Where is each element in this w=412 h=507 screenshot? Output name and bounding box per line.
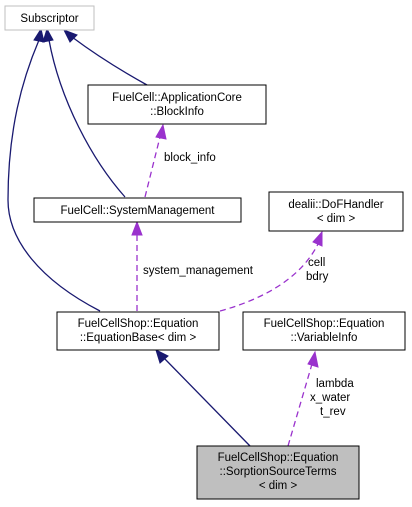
edge-variable-info-usage — [287, 350, 319, 447]
node-variable-info-label-line-1: FuelCellShop::Equation — [264, 318, 385, 330]
edge-dof-handler-usage — [219, 230, 323, 312]
node-dof-handler-label-line-2: < dim > — [317, 213, 356, 225]
node-dof-handler-label-line-1: dealii::DoFHandler — [288, 199, 383, 211]
edge-system-management-to-subscriptor — [42, 27, 126, 198]
node-variable-info[interactable]: FuelCellShop::Equation ::VariableInfo — [242, 311, 406, 351]
edge-label-bdry: bdry — [306, 271, 329, 283]
node-system-management-label: FuelCell::SystemManagement — [60, 205, 215, 217]
edge-system-management-usage — [131, 220, 143, 311]
node-subscriptor[interactable]: Subscriptor — [4, 5, 95, 31]
node-subscriptor-label: Subscriptor — [20, 13, 78, 25]
node-sorption-source-terms[interactable]: FuelCellShop::Equation ::SorptionSourceT… — [196, 445, 360, 500]
node-sorption-source-terms-label-line-2: ::SorptionSourceTerms — [220, 466, 337, 478]
node-block-info-label-line-2: ::BlockInfo — [150, 106, 204, 118]
node-system-management[interactable]: FuelCell::SystemManagement — [33, 197, 242, 223]
edge-sorption-to-equation-base — [155, 349, 251, 447]
node-variable-info-label-line-2: ::VariableInfo — [291, 332, 358, 344]
edge-label-x-water: x_water — [310, 392, 350, 404]
node-equation-base[interactable]: FuelCellShop::Equation ::EquationBase< d… — [56, 311, 220, 351]
node-equation-base-label-line-2: ::EquationBase< dim > — [80, 332, 197, 344]
node-block-info[interactable]: FuelCell::ApplicationCore ::BlockInfo — [87, 84, 267, 125]
edge-label-system-management: system_management — [143, 265, 254, 277]
edge-equation-base-to-subscriptor — [7, 27, 101, 312]
node-equation-base-label-line-1: FuelCellShop::Equation — [78, 318, 199, 330]
edge-label-block-info: block_info — [164, 152, 216, 164]
edge-block-info-usage — [144, 123, 167, 198]
edge-block-info-to-subscriptor — [62, 29, 148, 86]
edge-label-lambda: lambda — [316, 378, 354, 390]
node-block-info-label-line-1: FuelCell::ApplicationCore — [112, 92, 242, 104]
edge-label-t-rev: t_rev — [320, 406, 346, 418]
node-sorption-source-terms-label-line-1: FuelCellShop::Equation — [218, 452, 339, 464]
edge-label-cell: cell — [308, 257, 325, 269]
node-sorption-source-terms-label-line-3: < dim > — [259, 480, 298, 492]
node-dof-handler[interactable]: dealii::DoFHandler < dim > — [268, 191, 404, 232]
